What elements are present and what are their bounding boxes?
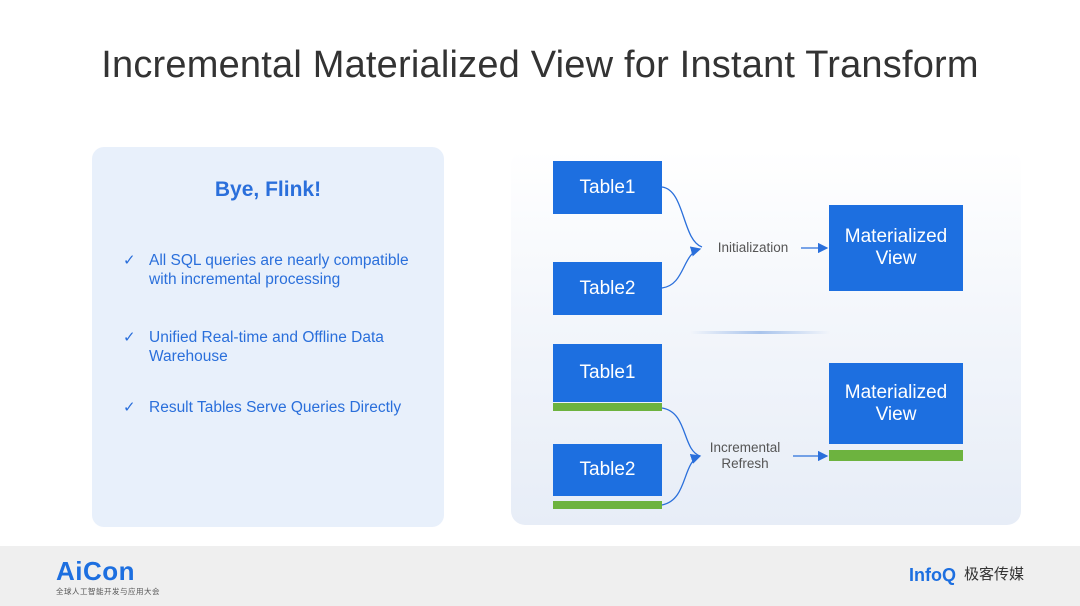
bullet-text: Result Tables Serve Queries Directly	[149, 398, 401, 417]
table1-delta-bar	[553, 403, 662, 411]
initialization-label: Initialization	[717, 240, 789, 255]
footer-bar: AiCon 全球人工智能开发与应用大会 InfoQ 极客传媒	[0, 546, 1080, 606]
box-label: Table2	[579, 459, 636, 480]
bullet-text: Unified Real-time and Offline Data Wareh…	[149, 328, 384, 366]
slide-title: Incremental Materialized View for Instan…	[101, 44, 979, 86]
bullet-text: All SQL queries are nearly compatible wi…	[149, 251, 409, 289]
aicon-logo-text: AiCon	[56, 556, 136, 586]
box-label: Table2	[579, 277, 636, 299]
bullet-line: All SQL queries are nearly compatible	[149, 252, 409, 269]
box-label: Table1	[579, 176, 636, 198]
bullet-item: ✓ Unified Real-time and Offline Data War…	[123, 328, 433, 366]
box-label: View	[875, 403, 917, 425]
table2-delta-bar	[553, 501, 662, 509]
check-icon: ✓	[123, 252, 136, 269]
top-table2-box: Table2	[553, 262, 662, 315]
bullet-line: with incremental processing	[149, 271, 341, 288]
check-icon: ✓	[123, 399, 136, 416]
box-label: Table1	[579, 362, 636, 383]
bullet-item: ✓ All SQL queries are nearly compatible …	[123, 251, 433, 289]
geek-media-text: 极客传媒	[963, 566, 1024, 583]
bottom-table1-box: Table1	[553, 344, 662, 402]
panel-heading: Bye, Flink!	[214, 178, 322, 201]
bottom-table2-box: Table2	[553, 444, 662, 496]
aicon-logo: AiCon 全球人工智能开发与应用大会	[56, 558, 160, 597]
aicon-subtitle: 全球人工智能开发与应用大会	[56, 587, 160, 596]
box-label: Materialized	[844, 226, 948, 247]
bullet-line: Warehouse	[149, 348, 228, 365]
infoq-logo: InfoQ 极客传媒	[909, 565, 1024, 585]
features-panel: Bye, Flink! ✓ All SQL queries are nearly…	[92, 147, 444, 527]
top-materialized-view-box: Materialized View	[829, 205, 963, 291]
box-label: View	[875, 248, 917, 269]
bullet-item: ✓ Result Tables Serve Queries Directly	[123, 398, 433, 417]
check-icon: ✓	[123, 329, 136, 346]
label-line: Refresh	[721, 456, 769, 471]
bullet-line: Result Tables Serve Queries Directly	[149, 399, 402, 416]
infoq-logo-text: InfoQ	[908, 565, 956, 585]
box-label: Materialized	[844, 381, 948, 403]
top-table1-box: Table1	[553, 161, 662, 214]
view-delta-bar	[829, 450, 963, 461]
bullet-line: Unified Real-time and Offline Data	[149, 329, 384, 346]
incremental-refresh-label: Incremental Refresh	[700, 440, 790, 472]
section-divider	[690, 331, 830, 334]
label-line: Incremental	[709, 440, 781, 455]
bottom-materialized-view-box: Materialized View	[829, 363, 963, 444]
